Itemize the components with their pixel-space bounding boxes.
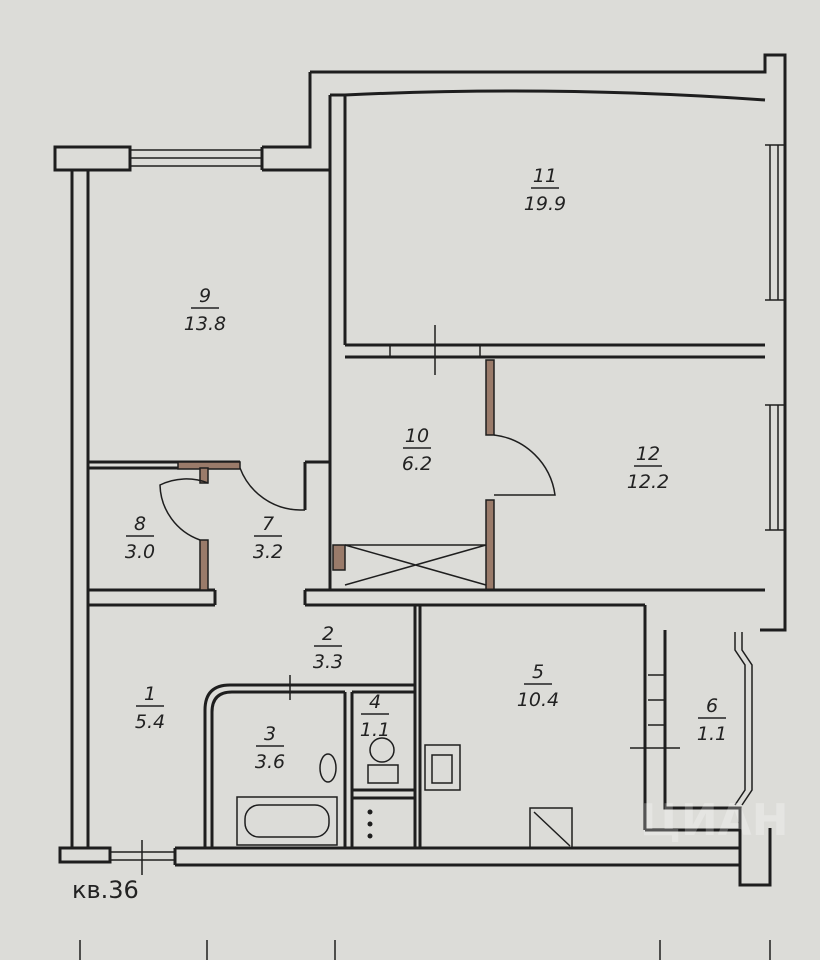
window-bottom-left <box>110 840 175 875</box>
room-number: 8 <box>134 513 146 535</box>
room-area: 10.4 <box>517 689 559 711</box>
door-swing-7 <box>239 467 305 511</box>
door-swing-8 <box>159 478 209 541</box>
room-number: 1 <box>144 683 156 705</box>
room-10-label: 106.2 <box>402 425 432 475</box>
room-8-label: 83.0 <box>125 513 155 563</box>
room-7-label: 73.2 <box>253 513 283 563</box>
room-number: 3 <box>264 723 276 745</box>
walls <box>53 53 787 960</box>
room-5-label: 510.4 <box>517 661 559 711</box>
window-top-left <box>130 149 262 167</box>
room-11-label: 11 19.9 <box>524 165 566 215</box>
room-area: 13.8 <box>184 313 226 335</box>
room-1-label: 15.4 <box>135 683 165 733</box>
door-swing-12 <box>493 434 556 496</box>
kitchen-sink <box>424 744 461 791</box>
room-area: 6.2 <box>402 453 432 475</box>
windows-right <box>765 144 785 531</box>
wardrobe <box>344 544 487 586</box>
toilet <box>369 737 395 763</box>
room-area: 1.1 <box>360 719 390 741</box>
room-area: 3.2 <box>253 541 283 563</box>
balcony-door <box>630 674 680 749</box>
bathtub <box>236 796 338 846</box>
room-number: 11 <box>533 165 557 187</box>
room-4-label: 41.1 <box>360 691 390 741</box>
room-area: 1.1 <box>697 723 727 745</box>
room-12-label: 12 12.2 <box>627 443 669 493</box>
room-number: 10 <box>405 425 429 447</box>
balcony-railing <box>734 632 753 806</box>
room-6-label: 61.1 <box>697 695 727 745</box>
watermark: ЦИАН <box>640 795 789 846</box>
room-area: 3.6 <box>255 751 285 773</box>
room-number: 6 <box>706 695 718 717</box>
room-area: 3.0 <box>125 541 155 563</box>
door-11 <box>389 325 481 375</box>
room-number: 5 <box>532 661 544 683</box>
room-9-label: 913.8 <box>184 285 226 335</box>
sink <box>319 753 337 783</box>
apartment-label: кв.36 <box>72 876 139 904</box>
room-number: 9 <box>199 285 211 307</box>
room-number: 4 <box>369 691 381 713</box>
room-area: 3.3 <box>313 651 343 673</box>
room-number: 7 <box>262 513 274 535</box>
room-2-label: 23.3 <box>313 623 343 673</box>
room-number: 2 <box>322 623 334 645</box>
room-3-label: 33.6 <box>255 723 285 773</box>
room-area: 5.4 <box>135 711 165 733</box>
room-number: 12 <box>636 443 660 465</box>
room-area: 12.2 <box>627 471 669 493</box>
room-area: 19.9 <box>524 193 566 215</box>
